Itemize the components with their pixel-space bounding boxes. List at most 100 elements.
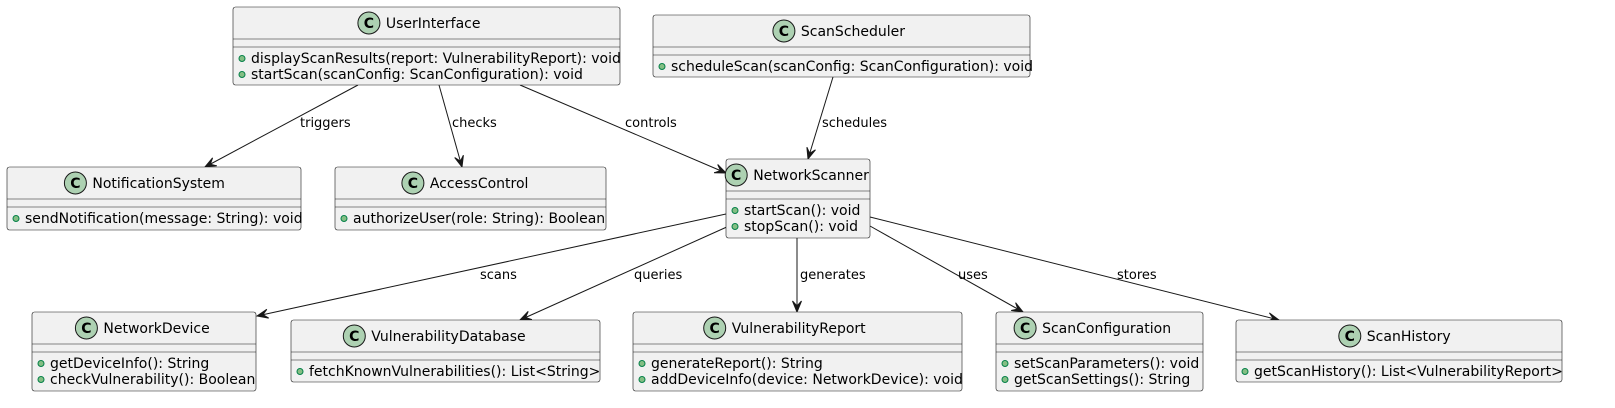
- public-visibility-icon: [731, 223, 739, 230]
- class-name: VulnerabilityReport: [732, 321, 866, 337]
- relation-label: triggers: [300, 116, 351, 131]
- stereotype-letter: C: [70, 176, 80, 192]
- class-name: ScanHistory: [1367, 329, 1451, 345]
- relation-label: stores: [1117, 268, 1157, 283]
- public-visibility-icon: [1001, 360, 1009, 367]
- class-stereotype-icon: [342, 324, 366, 348]
- class-box: [995, 311, 1204, 392]
- class-stereotype-icon: [724, 163, 748, 187]
- class-name: AccessControl: [430, 176, 529, 192]
- class-method: generateReport(): String: [651, 356, 823, 372]
- relation-label: schedules: [822, 116, 887, 131]
- relation-label: checks: [452, 116, 497, 131]
- relation-line: [519, 84, 727, 174]
- stereotype-letter: C: [731, 168, 741, 184]
- relation-label: queries: [634, 268, 682, 283]
- class-stereotype-icon: [74, 316, 98, 340]
- class-name: UserInterface: [386, 16, 481, 32]
- class-method: checkVulnerability(): Boolean: [50, 372, 255, 388]
- class-box: [232, 6, 621, 86]
- arrowhead: [1011, 302, 1025, 313]
- class-scan-history[interactable]: C ScanHistory getScanHistory(): List<Vulne…: [1235, 319, 1563, 383]
- class-method: startScan(scanConfig: ScanConfiguration)…: [251, 67, 583, 83]
- class-stereotype-icon: [703, 316, 727, 340]
- public-visibility-icon: [1001, 376, 1009, 383]
- arrowhead: [454, 154, 464, 169]
- stereotype-letter: C: [408, 176, 418, 192]
- arrowhead: [792, 300, 802, 314]
- class-name: NetworkScanner: [753, 168, 869, 184]
- class-stereotype-icon: [1013, 316, 1037, 340]
- class-method: sendNotification(message: String): void: [25, 211, 303, 227]
- class-method: addDeviceInfo(device: NetworkDevice): vo…: [651, 372, 963, 388]
- class-method: getScanSettings(): String: [1014, 372, 1190, 388]
- arrowhead: [806, 146, 816, 161]
- stereotype-letter: C: [710, 321, 720, 337]
- stereotype-letter: C: [1345, 329, 1355, 345]
- relation-checks: checks: [438, 84, 497, 169]
- relation-label: generates: [800, 268, 866, 283]
- relation-stores: stores: [869, 216, 1281, 323]
- class-network-device[interactable]: C NetworkDevice getDeviceInfo(): Stringche…: [31, 311, 257, 392]
- public-visibility-icon: [638, 360, 646, 367]
- relation-line: [869, 216, 1280, 321]
- class-stereotype-icon: [1338, 324, 1362, 348]
- class-method: getScanHistory(): List<VulnerabilityRepo…: [1254, 364, 1563, 380]
- public-visibility-icon: [12, 215, 20, 222]
- class-method: fetchKnownVulnerabilities(): List<String…: [309, 364, 600, 380]
- public-visibility-icon: [638, 376, 646, 383]
- relation-controls: controls: [519, 84, 728, 174]
- relation-line: [204, 84, 359, 168]
- class-method: stopScan(): void: [744, 219, 858, 235]
- arrowhead: [255, 308, 269, 319]
- public-visibility-icon: [238, 71, 246, 78]
- class-box: [1235, 319, 1563, 383]
- class-method: startScan(): void: [744, 203, 860, 219]
- class-name: NotificationSystem: [92, 176, 225, 192]
- class-notification-system[interactable]: C NotificationSystem sendNotification(mess…: [6, 166, 303, 231]
- relation-line: [256, 213, 727, 317]
- class-vulnerability-database[interactable]: C VulnerabilityDatabase fetchKnownVulnerab…: [290, 319, 601, 383]
- class-box: [652, 14, 1031, 78]
- relation-label: uses: [958, 268, 988, 283]
- class-name: VulnerabilityDatabase: [371, 329, 525, 345]
- public-visibility-icon: [37, 360, 45, 367]
- class-method: scheduleScan(scanConfig: ScanConfigurati…: [671, 59, 1033, 75]
- class-scan-scheduler[interactable]: C ScanScheduler scheduleScan(scanConfig: S…: [652, 14, 1033, 78]
- class-name: NetworkDevice: [103, 321, 209, 337]
- public-visibility-icon: [37, 376, 45, 383]
- public-visibility-icon: [238, 55, 246, 62]
- relation-line: [869, 225, 1024, 313]
- class-method: authorizeUser(role: String): Boolean: [353, 211, 605, 227]
- stereotype-letter: C: [779, 24, 789, 40]
- class-name: ScanConfiguration: [1042, 321, 1171, 337]
- relation-scans: scans: [255, 213, 727, 319]
- class-stereotype-icon: [401, 171, 425, 195]
- class-stereotype-icon: [63, 171, 87, 195]
- relation-line: [519, 225, 730, 321]
- class-vulnerability-report[interactable]: C VulnerabilityReport generateReport(): St…: [632, 311, 963, 392]
- class-stereotype-icon: [357, 11, 381, 35]
- class-box: [725, 158, 871, 239]
- class-box: [290, 319, 601, 383]
- class-network-scanner[interactable]: C NetworkScanner startScan(): voidstopScan…: [724, 158, 871, 239]
- stereotype-letter: C: [81, 321, 91, 337]
- relation-uses: uses: [869, 225, 1025, 313]
- class-access-control[interactable]: C AccessControl authorizeUser(role: String…: [334, 166, 607, 231]
- public-visibility-icon: [296, 368, 304, 375]
- class-method: getDeviceInfo(): String: [50, 356, 209, 372]
- relation-label: controls: [625, 116, 677, 131]
- relation-generates: generates: [792, 238, 866, 314]
- public-visibility-icon: [731, 207, 739, 214]
- stereotype-letter: C: [349, 329, 359, 345]
- arrowhead: [203, 157, 217, 168]
- public-visibility-icon: [340, 215, 348, 222]
- class-name: ScanScheduler: [801, 24, 905, 40]
- relation-triggers: triggers: [203, 84, 359, 168]
- arrowhead: [713, 164, 728, 174]
- public-visibility-icon: [1241, 368, 1249, 375]
- stereotype-letter: C: [1020, 321, 1030, 337]
